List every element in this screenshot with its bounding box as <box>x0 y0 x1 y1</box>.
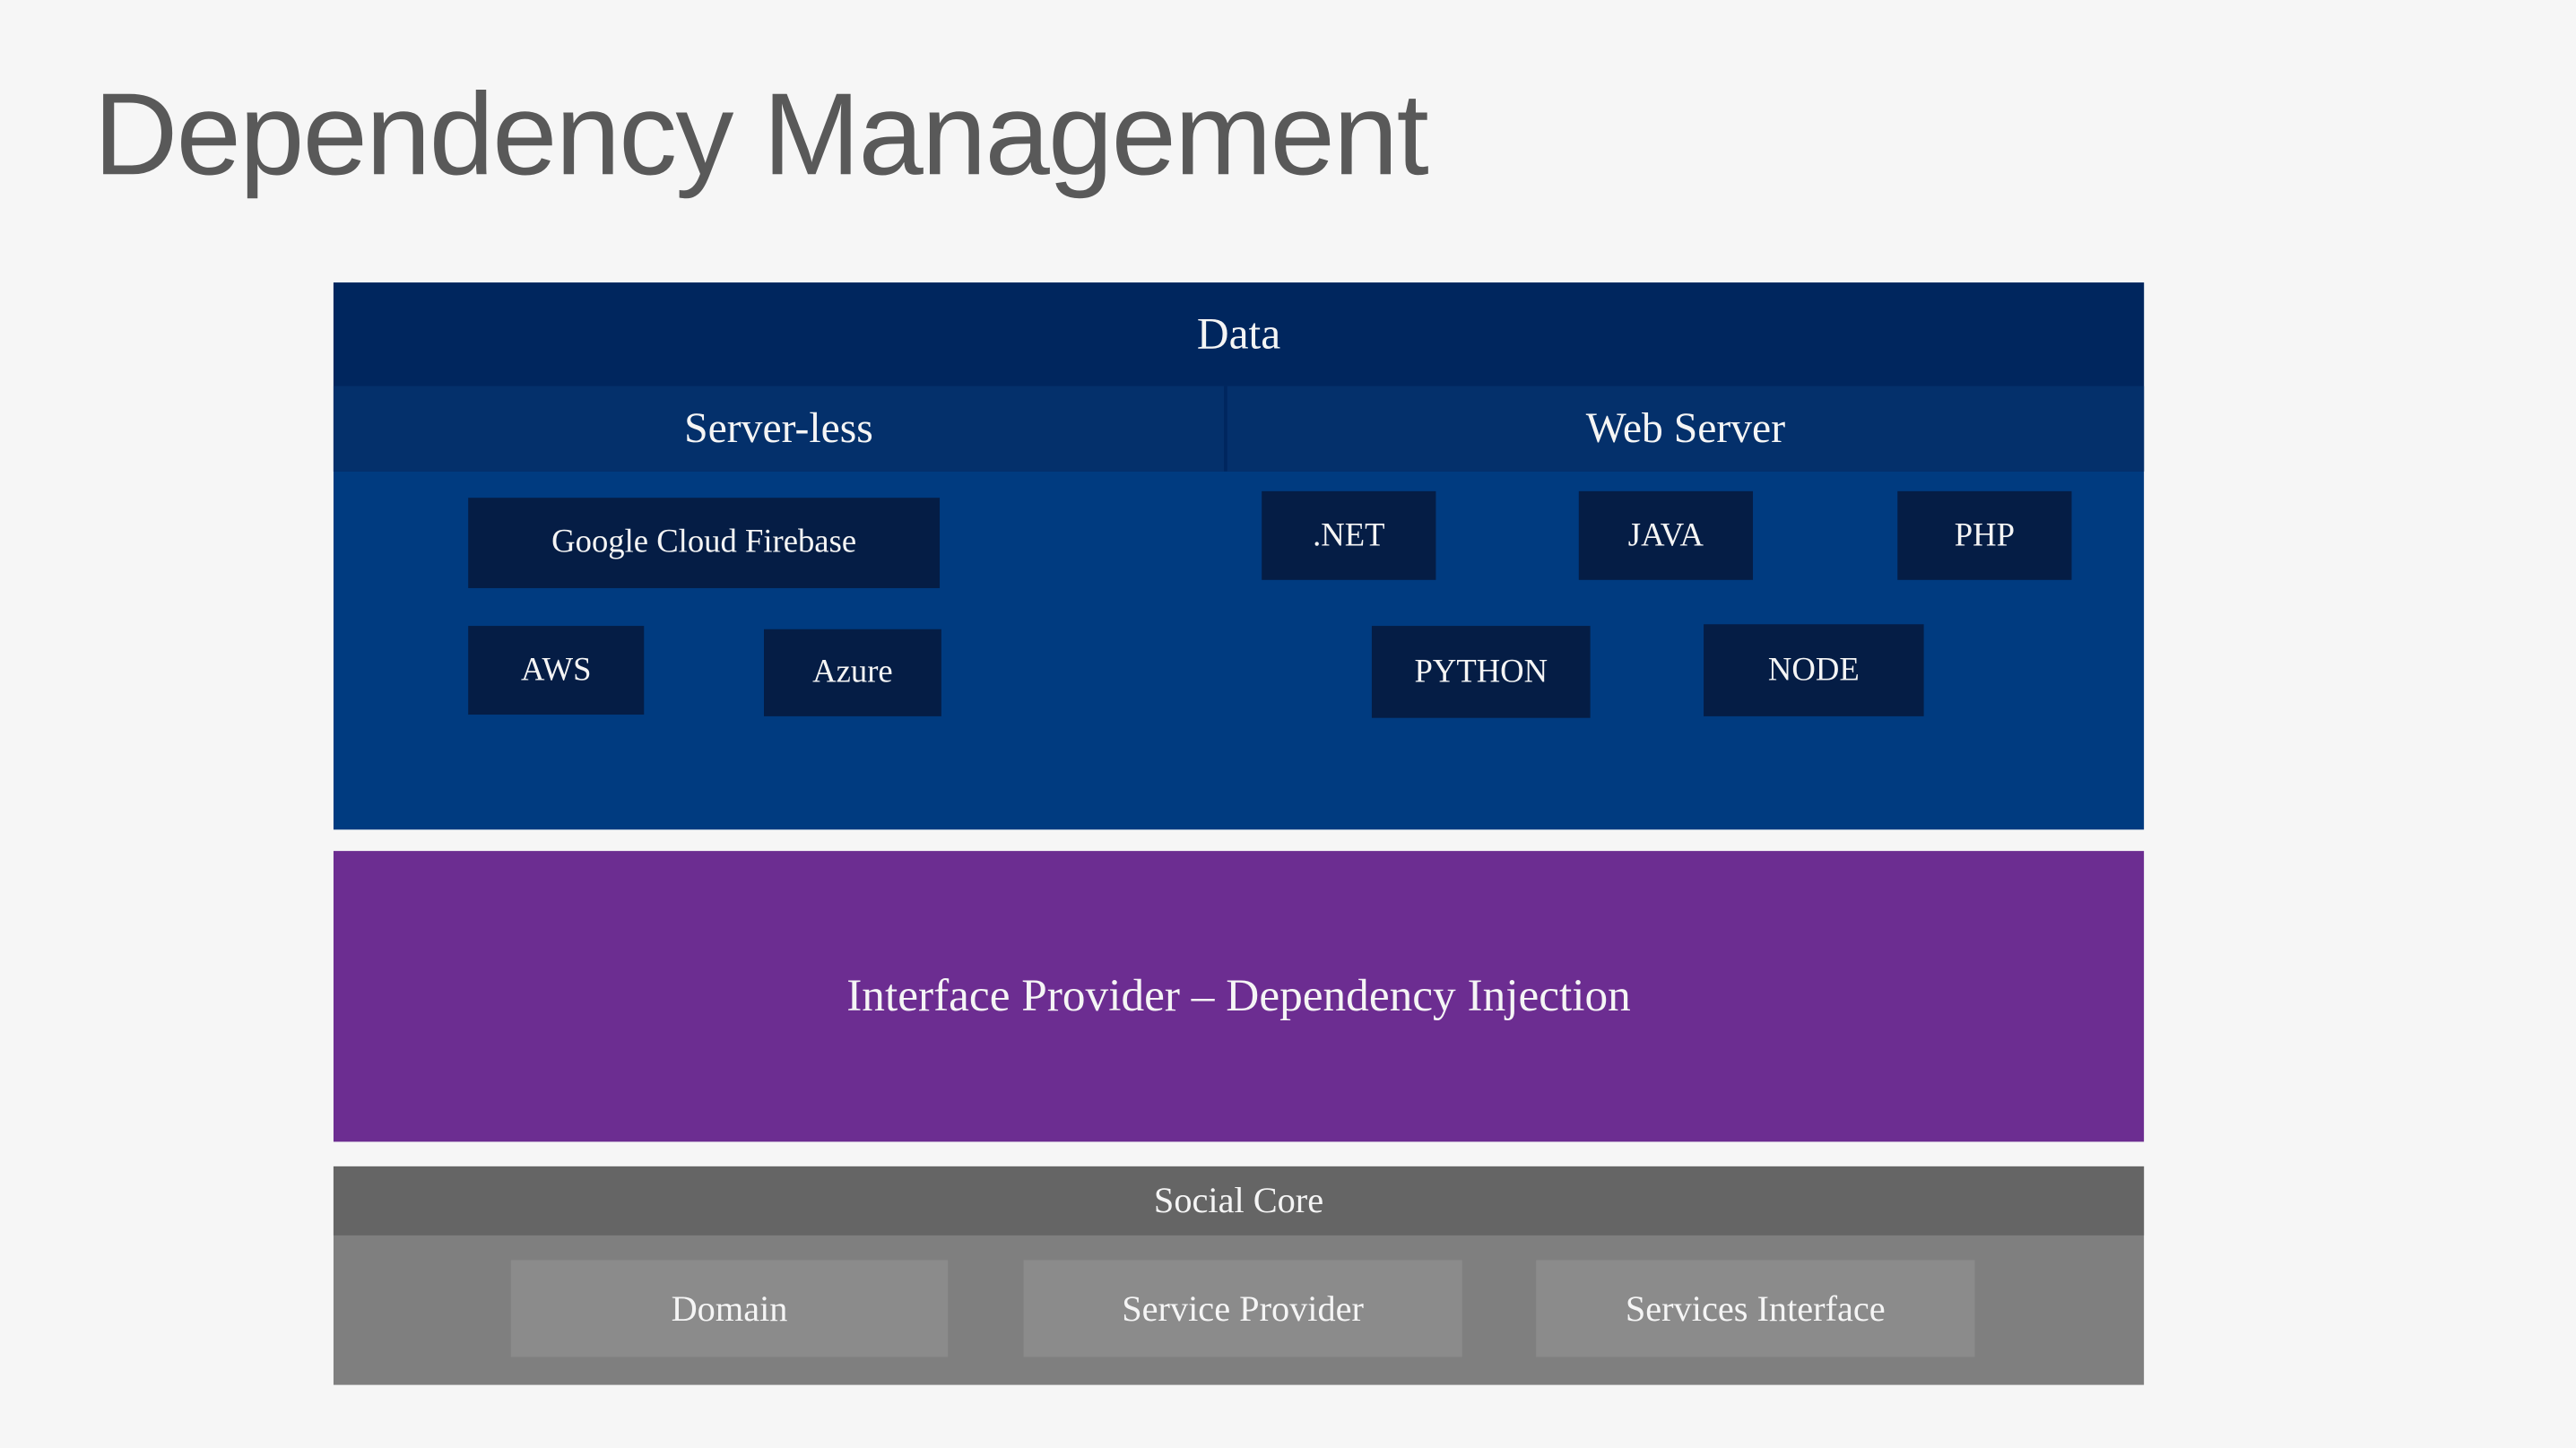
node-services-interface: Services Interface <box>1536 1260 1975 1357</box>
node-php: PHP <box>1897 490 2072 580</box>
node-python: PYTHON <box>1371 626 1591 718</box>
group-webserver-header: Web Server <box>1227 386 2145 472</box>
data-layer-subheaders: Server-less Web Server <box>333 386 2145 472</box>
social-core-layer: Social Core Domain Service Provider Serv… <box>333 1166 2145 1385</box>
node-service-provider: Service Provider <box>1023 1260 1462 1357</box>
data-layer-header: Data <box>333 282 2145 386</box>
node-google-cloud-firebase: Google Cloud Firebase <box>468 498 941 588</box>
social-core-header: Social Core <box>333 1166 2145 1236</box>
node-dotnet: .NET <box>1262 490 1436 580</box>
node-azure: Azure <box>764 629 941 716</box>
interface-provider-layer: Interface Provider – Dependency Injectio… <box>333 851 2145 1142</box>
node-java: JAVA <box>1578 490 1754 580</box>
slide-title: Dependency Management <box>93 70 1428 201</box>
node-node: NODE <box>1704 624 1924 716</box>
group-serverless-header: Server-less <box>333 386 1225 472</box>
node-aws: AWS <box>468 626 645 715</box>
node-domain: Domain <box>510 1260 949 1357</box>
data-layer: Data Server-less Web Server Google Cloud… <box>333 282 2145 830</box>
